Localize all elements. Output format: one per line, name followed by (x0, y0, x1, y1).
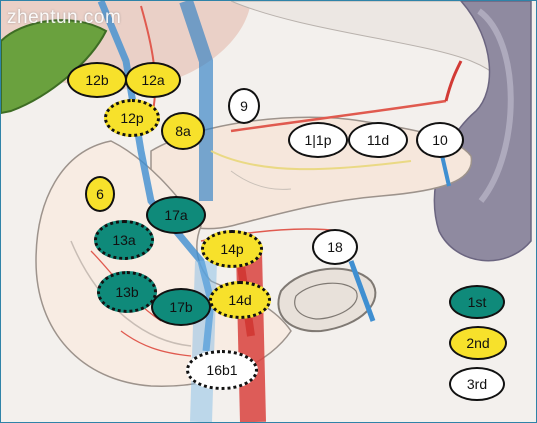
ivc-blue (179, 1, 213, 201)
node-13a: 13a (94, 220, 154, 260)
aorta (236, 250, 266, 422)
legend-3rd: 3rd (449, 367, 505, 401)
node-10: 10 (416, 122, 464, 158)
node-17a: 17a (146, 196, 206, 234)
node-14p: 14p (201, 230, 263, 268)
legend-2nd: 2nd (449, 326, 507, 360)
node-16b1: 16b1 (186, 350, 258, 390)
node-9: 9 (228, 88, 260, 124)
node-11p: 1|1p (288, 122, 348, 158)
node-12b: 12b (67, 62, 127, 98)
node-8a: 8a (161, 112, 205, 150)
node-14d: 14d (209, 281, 271, 319)
gallbladder-shape (1, 19, 108, 115)
watermark-text: zhentun.com (7, 7, 122, 28)
node-17b: 17b (151, 288, 211, 326)
node-11d: 11d (348, 122, 408, 158)
node-6: 6 (85, 176, 115, 212)
node-13b: 13b (97, 271, 157, 313)
node-12a: 12a (125, 62, 181, 98)
node-18: 18 (312, 229, 358, 265)
node-12p: 12p (104, 99, 160, 137)
legend-1st: 1st (449, 285, 505, 319)
